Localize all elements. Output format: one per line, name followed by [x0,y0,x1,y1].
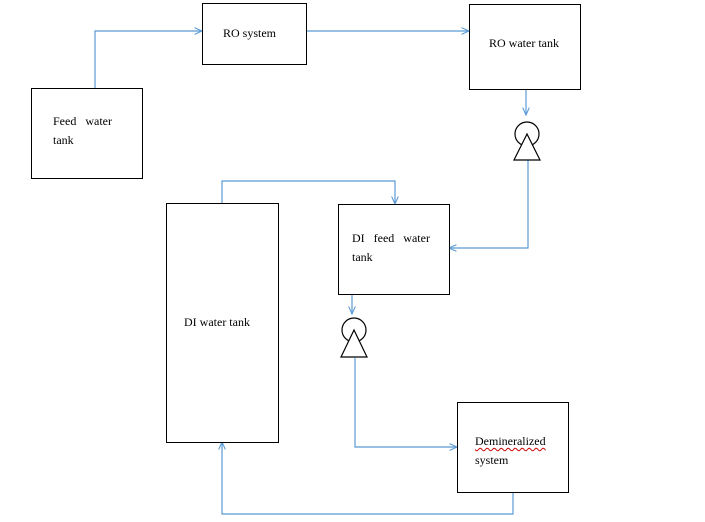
ro-water-tank-box: RO water tank [469,4,581,90]
link-feed-to-ro-system [94,31,202,88]
demineralized-system-label-line-2: system [475,453,509,467]
link-pump-1-to-di-feed-tank [449,160,529,248]
feed-water-tank-label-line-1: Feed water [53,114,112,128]
pump-icon [513,121,541,161]
di-water-tank-box: DI water tank [166,203,279,443]
di-water-tank-label: DI water tank [184,315,250,329]
link-di-tank-to-di-feed-tank [221,180,395,204]
demineralized-system-label-line-1: Demineralized [475,434,546,448]
di-feed-water-tank-label-line-1: DI feed water [352,231,430,245]
ro-system-box: RO system [202,3,307,65]
pump-icon [340,317,368,358]
feed-water-tank-label-line-2: tank [53,133,74,147]
demineralized-system-box: Demineralized system [457,402,569,493]
di-feed-water-tank-box: DI feed water tank [338,204,450,295]
ro-system-label: RO system [223,26,277,40]
link-pump-2-to-demineralized [354,358,457,447]
feed-water-tank-box: Feed water tank [31,88,143,179]
link-demineralized-to-di-tank [222,442,514,515]
di-feed-water-tank-label-line-2: tank [352,250,373,264]
ro-water-tank-label: RO water tank [489,36,559,50]
